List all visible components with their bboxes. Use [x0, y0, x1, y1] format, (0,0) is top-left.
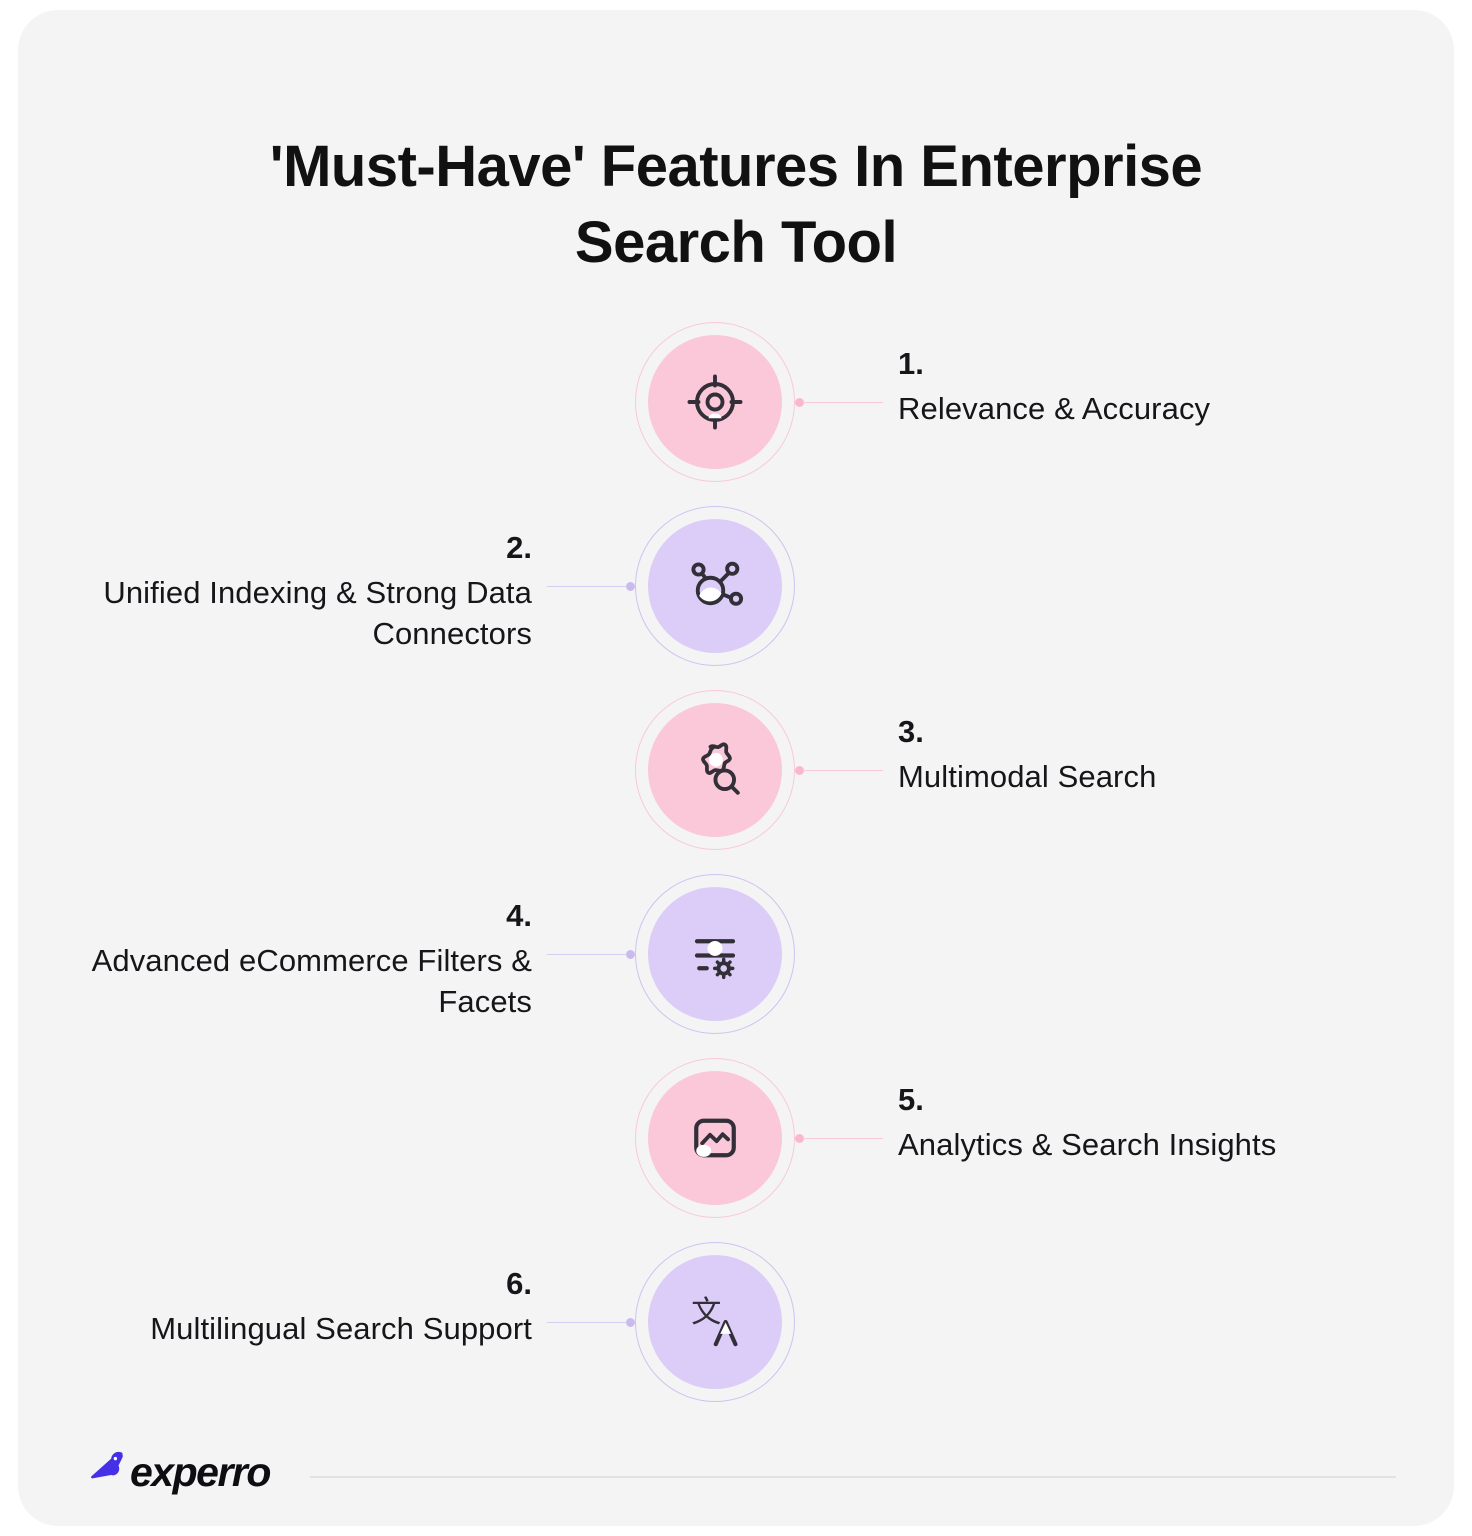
connector-dot: [795, 766, 804, 775]
connector-line: [795, 1134, 883, 1143]
item-label: Analytics & Search Insights: [898, 1127, 1277, 1162]
badge-outer-ring: [635, 690, 795, 850]
item-number: 6.: [506, 1266, 532, 1301]
item-number: 2.: [506, 530, 532, 565]
connector-dot: [795, 398, 804, 407]
list-item: 5. Analytics & Search Insights: [18, 1058, 1454, 1242]
gear-search-icon: [648, 703, 782, 837]
connector-dot: [795, 1134, 804, 1143]
item-text-block: 3. Multimodal Search: [898, 710, 1358, 797]
brand-name: experro: [130, 1448, 271, 1495]
connector-dot: [626, 1318, 635, 1327]
item-number: 1.: [898, 346, 924, 381]
item-label: Unified Indexing & Strong Data Connector…: [103, 575, 532, 651]
filter-sliders-icon: [648, 887, 782, 1021]
item-label: Multimodal Search: [898, 759, 1157, 794]
list-item: 4. Advanced eCommerce Filters & Facets: [18, 874, 1454, 1058]
connector-stroke: [803, 401, 883, 404]
page-title: 'Must-Have' Features In Enterprise Searc…: [269, 133, 1203, 275]
svg-text:文: 文: [691, 1295, 721, 1330]
icon-badge-unified-indexing: [635, 506, 795, 666]
connector-line: [795, 766, 883, 775]
translate-icon: 文: [648, 1255, 782, 1389]
badge-outer-ring: [635, 506, 795, 666]
item-text-block: 2. Unified Indexing & Strong Data Connec…: [72, 526, 532, 654]
connector-stroke: [547, 1321, 627, 1324]
network-hub-icon: [648, 519, 782, 653]
badge-outer-ring: [635, 1242, 795, 1402]
connector-stroke: [547, 585, 627, 588]
connector-line: [547, 582, 635, 591]
icon-badge-analytics-insights: [635, 1058, 795, 1218]
badge-inner-fill: [648, 335, 782, 469]
connector-dot: [626, 950, 635, 959]
connector-line: [795, 398, 883, 407]
badge-inner-fill: [648, 1255, 782, 1389]
badge-inner-fill: [648, 519, 782, 653]
item-number: 5.: [898, 1082, 924, 1117]
item-label: Advanced eCommerce Filters & Facets: [91, 943, 532, 1019]
icon-badge-relevance-accuracy: [635, 322, 795, 482]
icon-badge-multimodal-search: [635, 690, 795, 850]
connector-line: [547, 950, 635, 959]
connector-stroke: [803, 769, 883, 772]
list-item: 文 6. Multilingual Search Support: [18, 1242, 1454, 1426]
footer-divider: [310, 1476, 1396, 1478]
icon-badge-multilingual-support: 文: [635, 1242, 795, 1402]
infographic-card: 'Must-Have' Features In Enterprise Searc…: [18, 10, 1454, 1526]
item-label: Relevance & Accuracy: [898, 391, 1211, 426]
connector-stroke: [547, 953, 627, 956]
item-number: 4.: [506, 898, 532, 933]
chart-image-icon: [648, 1071, 782, 1205]
connector-line: [547, 1318, 635, 1327]
brand-logo: experro: [86, 1448, 271, 1495]
item-label: Multilingual Search Support: [150, 1311, 532, 1346]
bird-icon: [86, 1449, 128, 1494]
icon-badge-ecommerce-filters: [635, 874, 795, 1034]
item-text-block: 4. Advanced eCommerce Filters & Facets: [72, 894, 532, 1022]
badge-outer-ring: [635, 322, 795, 482]
badge-outer-ring: [635, 874, 795, 1034]
connector-stroke: [803, 1137, 883, 1140]
badge-outer-ring: [635, 1058, 795, 1218]
list-item: 1. Relevance & Accuracy: [18, 322, 1454, 506]
list-item: 3. Multimodal Search: [18, 690, 1454, 874]
item-number: 3.: [898, 714, 924, 749]
list-item: 2. Unified Indexing & Strong Data Connec…: [18, 506, 1454, 690]
item-text-block: 1. Relevance & Accuracy: [898, 342, 1358, 429]
footer: experro: [18, 1435, 1454, 1525]
target-crosshair-icon: [648, 335, 782, 469]
item-text-block: 5. Analytics & Search Insights: [898, 1078, 1358, 1165]
item-text-block: 6. Multilingual Search Support: [72, 1262, 532, 1349]
connector-dot: [626, 582, 635, 591]
